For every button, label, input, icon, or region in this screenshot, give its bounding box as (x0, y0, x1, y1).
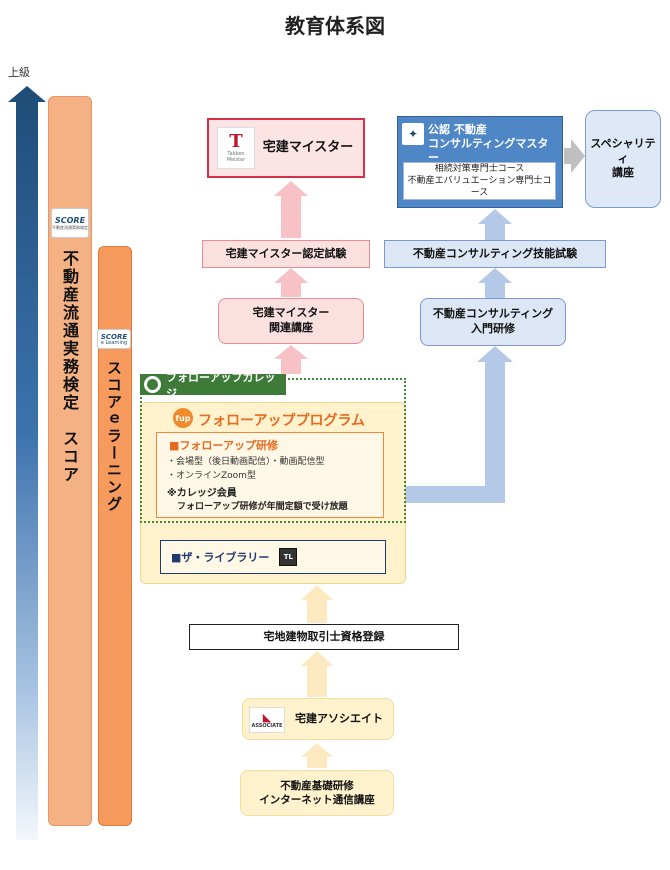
followup-training-heading: ■フォローアップ研修 (169, 439, 278, 452)
score-logo-text: SCORE (54, 216, 86, 225)
arrow-intro-to-exam (478, 268, 512, 298)
arrow-basic-to-associate (301, 743, 333, 768)
associate-label: 宅建アソシエイト (295, 711, 383, 725)
elearning-logo-sub: e Learning (100, 339, 128, 346)
associate-logo-icon: ◣ (262, 710, 272, 724)
arrow-course-to-exam (274, 268, 308, 297)
consulting-intro-label: 不動産コンサルティング 入門研修 (432, 307, 554, 335)
meister-course-box: 宅建マイスター 関連講座 (218, 298, 364, 344)
consulting-logo-icon: ✦ (407, 127, 419, 141)
score-bar-label: 不動産流通実務検定 スコア (60, 250, 79, 484)
arrow-register-to-followup (301, 585, 333, 623)
associate-logo-text: ASSOCIATE (251, 722, 283, 729)
college-member-title: ※カレッジ会員 (167, 488, 237, 499)
basic-course-box: 不動産基礎研修 インターネット通信講座 (240, 770, 394, 816)
score-logo: SCORE 不動産流通実務検定 (51, 208, 89, 238)
followup-program-title: フォローアッププログラム (198, 413, 366, 429)
fup-logo-icon: fup (173, 408, 193, 428)
associate-logo: ◣ ASSOCIATE (249, 707, 285, 733)
elearning-logo-text: SCORE (100, 332, 128, 341)
followup-training-line-2: ・オンラインZoom型 (167, 471, 256, 481)
arrow-associate-to-register (301, 651, 333, 697)
meister-logo-icon: T (229, 131, 243, 152)
consulting-course-1: 相続対策専門士コース (434, 164, 525, 174)
consulting-master-title: 公認 不動産 コンサルティングマスター (428, 123, 558, 165)
level-arrow-shaft (16, 100, 38, 840)
arrow-followup-to-consulting-intro (406, 346, 513, 503)
library-box: ■ザ・ライブラリー TL (160, 540, 386, 574)
consulting-exam-label: 不動産コンサルティング技能試験 (412, 246, 578, 260)
consulting-intro-box: 不動産コンサルティング 入門研修 (420, 298, 566, 346)
arrow-exam-to-master (478, 209, 512, 240)
level-arrow-head (8, 86, 46, 102)
meister-logo-text: Takken Meister (226, 151, 246, 163)
elearning-logo: SCORE e Learning (97, 329, 131, 349)
associate-box: ◣ ASSOCIATE 宅建アソシエイト (242, 698, 394, 740)
takken-meister-label: 宅建マイスター (262, 140, 354, 156)
followup-college-tag: フォローアップカレッジ (140, 371, 286, 400)
specialty-label: スペシャリティ 講座 (590, 136, 656, 180)
meister-exam-box: 宅建マイスター認定試験 (202, 240, 370, 268)
consulting-master-box: ✦ 公認 不動産 コンサルティングマスター 相続対策専門士コース 不動産エバリュ… (397, 116, 563, 208)
registration-box: 宅地建物取引士資格登録 (189, 624, 459, 650)
college-member-text: フォローアップ研修が年間定額で受け放題 (177, 502, 348, 512)
consulting-master-title-2: コンサルティングマスター (428, 137, 549, 164)
basic-course-label: 不動産基礎研修 インターネット通信講座 (259, 779, 375, 806)
meister-course-label: 宅建マイスター 関連講座 (252, 306, 330, 334)
page-title: 教育体系図 (285, 14, 385, 38)
takken-meister-box: T Takken Meister 宅建マイスター (207, 118, 365, 178)
college-emblem-icon (144, 376, 161, 393)
library-icon: TL (279, 548, 298, 566)
arrow-master-to-specialty (564, 139, 585, 173)
consulting-master-courses: 相続対策専門士コース 不動産エバリュエーション専門士コース (403, 162, 556, 200)
elearning-bar-label: スコアｅラーニング (105, 360, 123, 513)
library-label: ■ザ・ライブラリー (171, 551, 270, 564)
arrow-followup-to-meister-course (274, 345, 308, 374)
followup-training-box: ■フォローアップ研修 ・会場型（後日動画配信）・動画配信型 ・オンラインZoom… (156, 432, 384, 518)
followup-training-line-1: ・会場型（後日動画配信）・動画配信型 (167, 457, 325, 467)
consulting-logo: ✦ (402, 123, 424, 145)
score-logo-sub: 不動産流通実務検定 (52, 225, 88, 230)
arrow-exam-to-meister (274, 181, 308, 238)
consulting-exam-box: 不動産コンサルティング技能試験 (384, 240, 606, 268)
consulting-course-2: 不動産エバリュエーション専門士コース (407, 176, 552, 198)
registration-label: 宅地建物取引士資格登録 (263, 629, 385, 643)
meister-exam-label: 宅建マイスター認定試験 (225, 246, 347, 260)
specialty-box: スペシャリティ 講座 (585, 110, 661, 208)
consulting-master-title-1: 公認 不動産 (428, 123, 487, 136)
upper-level-label: 上級 (8, 66, 30, 79)
followup-college-label: フォローアップカレッジ (166, 370, 276, 400)
meister-logo: T Takken Meister (217, 127, 255, 169)
